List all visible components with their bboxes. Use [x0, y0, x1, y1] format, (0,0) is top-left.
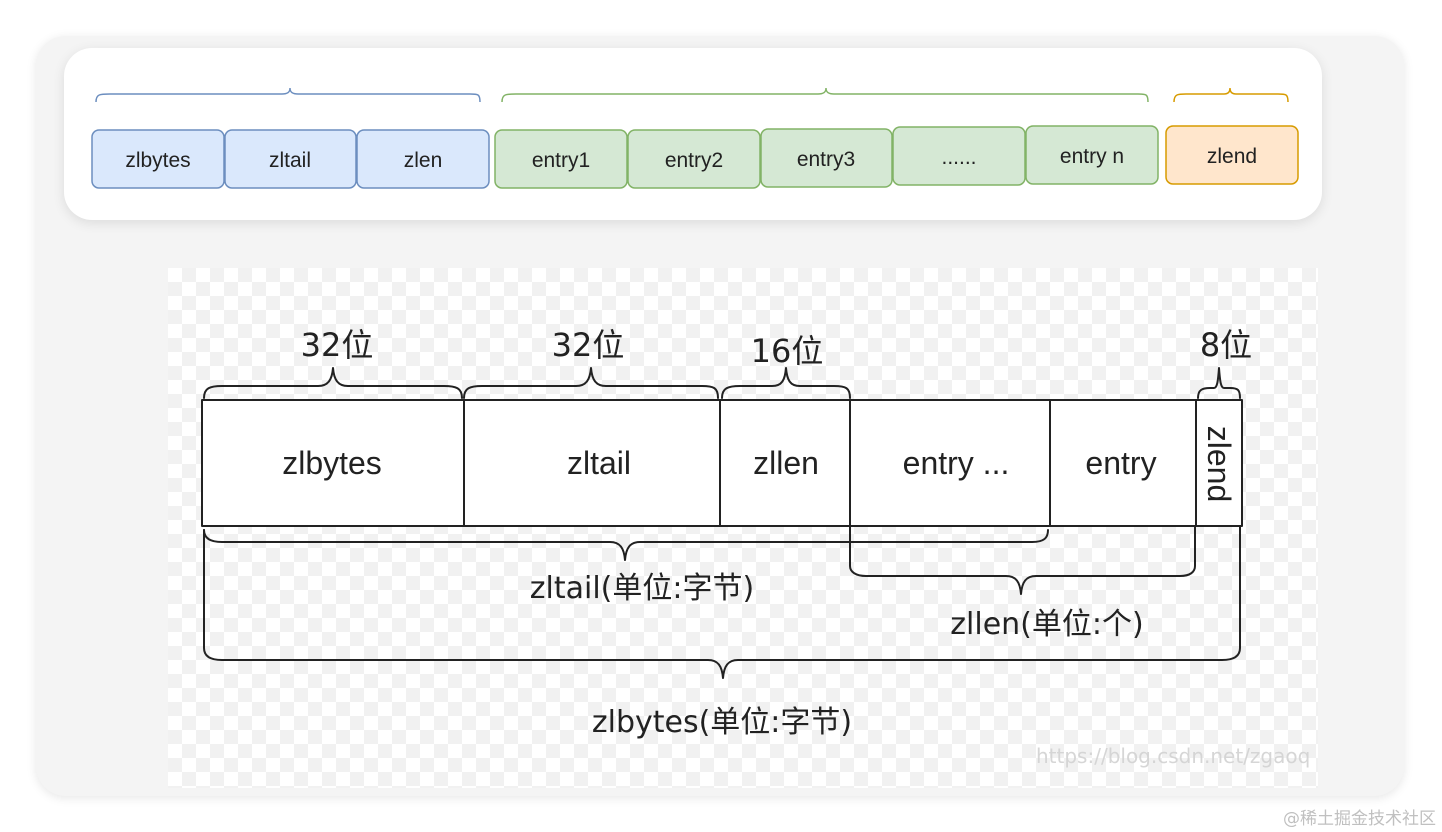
bit-label-zlbytes: 32位: [301, 326, 374, 364]
bit-label-zlend: 8位: [1200, 326, 1252, 364]
checkered-background: [168, 268, 1318, 788]
count-label-zllen: zllen(单位:个): [950, 607, 1143, 642]
layout-label-entry-ellipsis: entry ...: [903, 445, 1010, 481]
end-brace: [1173, 87, 1289, 103]
header-cell-label: zlbytes: [125, 149, 190, 172]
total-label-zlbytes: zlbytes(单位:字节): [592, 705, 852, 740]
total-brace-zlbytes: [203, 525, 1241, 679]
count-brace-zllen: [849, 525, 1196, 595]
offset-brace-zltail: [203, 529, 1049, 561]
entry-cell-label: ......: [941, 146, 976, 169]
entry-cell-ellipsis: ......: [892, 126, 1026, 186]
bits-brace-zltail: [463, 367, 719, 399]
layout-label-entry: entry: [1085, 445, 1156, 481]
entry-cell-entry2: entry2: [627, 129, 761, 189]
bits-brace-zlbytes: [203, 367, 463, 399]
bits-brace-zllen: [721, 367, 851, 399]
bits-brace-zlend: [1197, 367, 1241, 399]
header-cell-zltail: zltail: [224, 129, 357, 189]
entry-cell-entry3: entry3: [760, 128, 893, 188]
bit-label-zltail: 32位: [552, 326, 625, 364]
entry-cell-label: entry1: [532, 149, 590, 172]
layout-label-zllen: zllen: [753, 445, 819, 481]
header-cell-label: zltail: [269, 149, 311, 172]
entry-cell-label: entry3: [797, 148, 855, 171]
site-watermark: @稀土掘金技术社区: [1283, 809, 1436, 829]
layout-cell-entry: [1049, 399, 1197, 527]
layout-cell-zlend: [1195, 399, 1243, 527]
header-cell-label: zlen: [404, 149, 443, 172]
end-cell-label: zlend: [1207, 145, 1257, 168]
ziplist-overview: zlbytes zltail zlen entry1 entry2 entry3…: [91, 87, 1299, 189]
bit-label-zllen: 16位: [751, 332, 824, 370]
entry-cell-label: entry n: [1060, 145, 1124, 168]
layout-label-zlbytes: zlbytes: [282, 445, 382, 481]
layout-cell-zlbytes: [201, 399, 465, 527]
header-cell-zlbytes: zlbytes: [91, 129, 225, 189]
layout-cell-entry-ellipsis: [849, 399, 1051, 527]
header-brace: [95, 87, 481, 103]
entry-cell-label: entry2: [665, 149, 723, 172]
entry-cell-entry-n: entry n: [1025, 125, 1159, 185]
layout-label-zltail: zltail: [567, 445, 631, 481]
offset-label-zltail: zltail(单位:字节): [530, 571, 754, 606]
layout-label-zlend: zlend: [1201, 426, 1237, 503]
header-cell-zlen: zlen: [356, 129, 490, 189]
layout-cell-zltail: [463, 399, 721, 527]
entries-brace: [501, 87, 1149, 103]
entry-cell-entry1: entry1: [494, 129, 628, 189]
blog-watermark: https://blog.csdn.net/zgaoq: [1036, 744, 1311, 768]
layout-cell-zllen: [719, 399, 851, 527]
end-cell-zlend: zlend: [1165, 125, 1299, 185]
